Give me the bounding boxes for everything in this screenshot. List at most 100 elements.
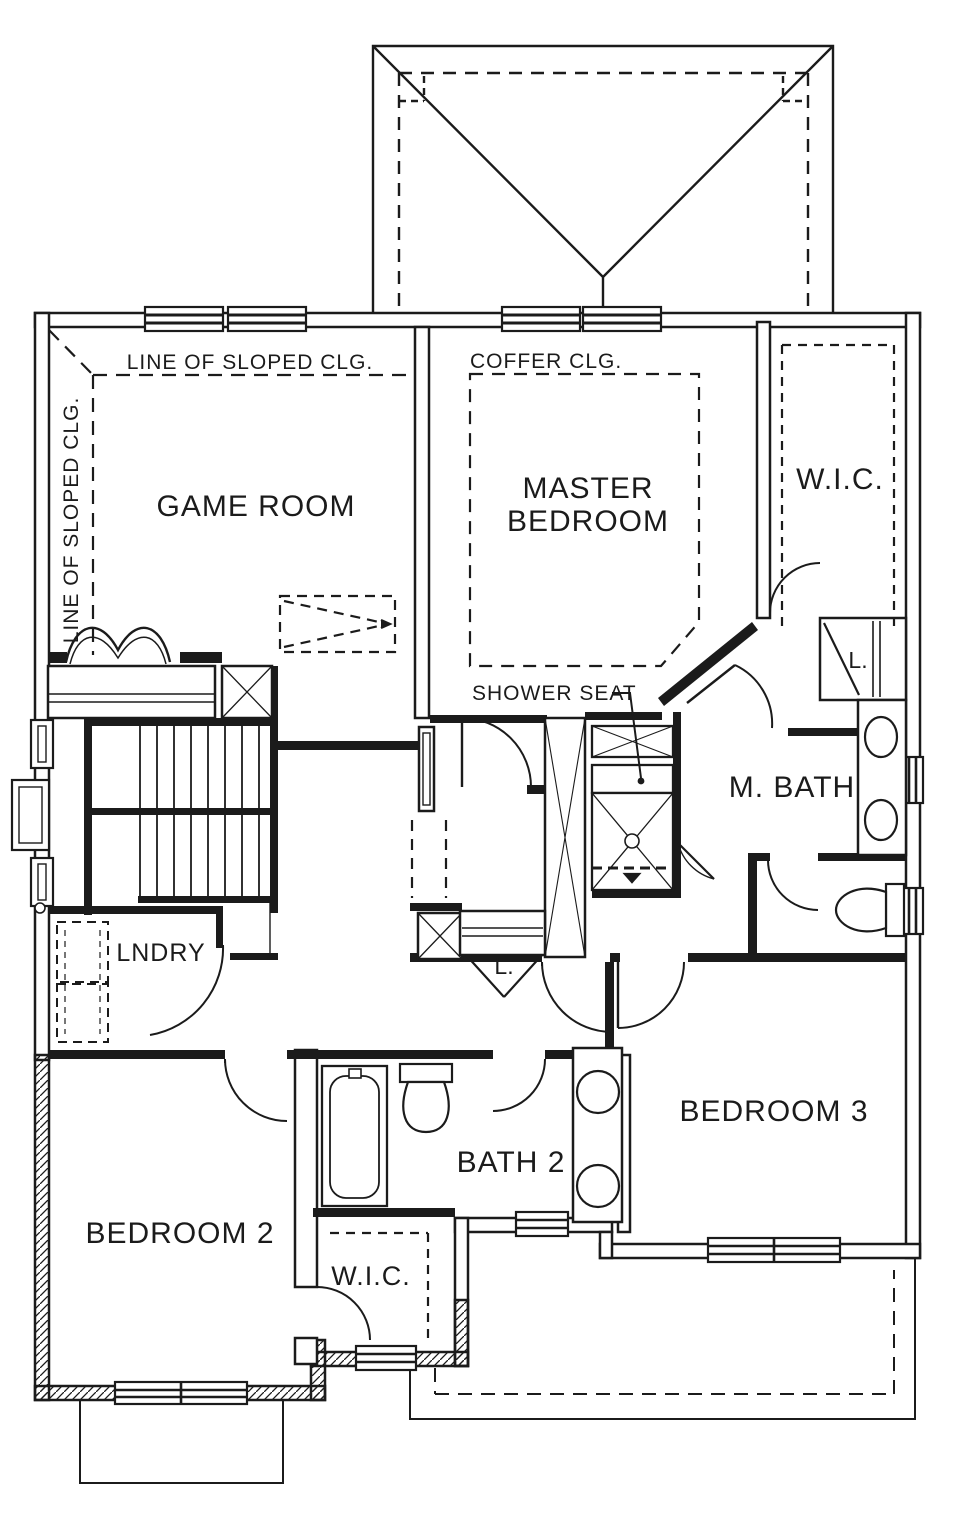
- window-gameroom-top-1: [143, 305, 225, 333]
- wall-vestibule-left: [605, 962, 614, 1057]
- hall-ceiling-break: [410, 820, 448, 898]
- door-bedroom3: [616, 961, 685, 1029]
- linen-closet-hall: [458, 909, 547, 998]
- washer: [56, 921, 109, 983]
- wall-stair-right: [270, 666, 278, 913]
- door-toilet-room: [767, 859, 819, 911]
- mbath-toilet: [834, 882, 906, 938]
- roof-edge: [371, 44, 835, 313]
- label-coffer-clg: COFFER CLG.: [470, 350, 622, 373]
- wall-master-south: [585, 712, 662, 720]
- stair-treads-upper: [139, 726, 260, 808]
- dashed-annotations: [48, 329, 896, 1340]
- room-label-bath2: BATH 2: [457, 1146, 566, 1179]
- interior-walls: [293, 320, 772, 1366]
- wall-shower-right: [673, 712, 681, 898]
- bath2-tub: [320, 1064, 389, 1208]
- label-sloped-clg-left: LINE OF SLOPED CLG.: [60, 397, 83, 644]
- shower-door-arc: [677, 842, 715, 880]
- room-label-game-room: GAME ROOM: [156, 490, 355, 523]
- room-label-wic-bottom: W.I.C.: [331, 1261, 411, 1291]
- wall-master-hall-top: [430, 715, 547, 723]
- labels: LINE OF SLOPED CLG. LINE OF SLOPED CLG. …: [60, 350, 884, 1291]
- wall-stair-left: [84, 718, 92, 915]
- shower-drain: [624, 833, 640, 849]
- wic2-shelving: [330, 1231, 430, 1340]
- window-bedroom2-bottom: [113, 1380, 249, 1406]
- shower: [590, 724, 715, 892]
- coffer-ceiling-outline: [468, 372, 701, 668]
- wall-wic1-left: [755, 320, 772, 620]
- bath2-sink-2: [575, 1163, 621, 1209]
- wall-step: [598, 1230, 614, 1260]
- shower-door-leaf: [677, 842, 715, 880]
- wall-gameroom-right: [413, 325, 431, 720]
- door-bath2: [492, 1058, 546, 1112]
- wall-hall-bottom-a: [410, 953, 542, 962]
- wall-bedroom2-right: [293, 1048, 319, 1289]
- window-left-1: [29, 718, 55, 770]
- sloped-ceiling-line: [48, 329, 408, 655]
- built-ins: [46, 616, 908, 998]
- wall-wic2-left-stub: [293, 1336, 319, 1366]
- wic1-shelving: [780, 343, 896, 628]
- mbath-sink-1: [863, 715, 899, 759]
- bath2-sink-1: [575, 1069, 621, 1115]
- doors: [149, 562, 821, 1341]
- room-label-lndry: LNDRY: [116, 939, 205, 967]
- fixtures: [34, 698, 908, 1224]
- bay-window-left: [10, 778, 51, 852]
- garage-roof-dashed: [434, 1270, 895, 1395]
- mbath-sink-2: [863, 798, 899, 842]
- window-bath2-bottom: [514, 1210, 570, 1238]
- window-wic2-bottom: [354, 1344, 418, 1372]
- window-toilet-room: [901, 886, 925, 936]
- door-wic2: [316, 1286, 371, 1341]
- wall-bedroom2-top: [48, 1050, 225, 1059]
- shower-head-symbol: [622, 872, 642, 884]
- label-linen-master: L.: [848, 647, 867, 673]
- room-label-wic-master: W.I.C.: [796, 463, 884, 496]
- room-label-bedroom3: BEDROOM 3: [679, 1095, 868, 1128]
- wall-stair-top: [84, 718, 278, 726]
- label-shower-seat: SHOWER SEAT: [472, 682, 637, 705]
- window-gameroom-top-2: [226, 305, 308, 333]
- door-mbath: [686, 664, 774, 729]
- stair-rail-end: [230, 953, 278, 960]
- door-lndry: [149, 944, 225, 1036]
- wall-toilet-room-top: [818, 853, 906, 861]
- porch-roof-outline: [79, 1400, 284, 1484]
- shower-seat-leader: [612, 692, 645, 785]
- wall-bath2-top-a: [303, 1050, 493, 1059]
- wall-hatched-stub: [453, 1298, 470, 1368]
- shower-seat-bench: [590, 763, 675, 795]
- window-bedroom3-bottom: [706, 1236, 842, 1264]
- wall-chase-tall: [543, 716, 587, 959]
- door-hall: [541, 961, 613, 1033]
- roof-overhang-dashed: [397, 71, 810, 312]
- window-left-2: [29, 856, 55, 908]
- wall-toilet-room-left: [748, 853, 757, 962]
- mbath-vanity: [856, 698, 908, 857]
- arched-opening: [64, 626, 172, 665]
- gameroom-niche: [278, 594, 397, 654]
- stairs: [139, 726, 271, 953]
- washer-dryer: [56, 921, 109, 1043]
- cased-opening-jamb: [417, 725, 436, 813]
- garage-roof-outline: [409, 1259, 916, 1420]
- room-label-m-bath: M. BATH: [729, 771, 855, 804]
- wall-lndry-top: [48, 906, 223, 914]
- door-bedroom2: [224, 1058, 288, 1122]
- wall-wic2-top: [313, 1208, 455, 1217]
- wall-angled-master: [658, 622, 758, 706]
- windows: [10, 305, 925, 1406]
- roof-lines-bottom: [79, 1259, 916, 1484]
- door-master-wic: [769, 562, 821, 614]
- wall-hall-parapet: [278, 741, 418, 750]
- bath2-vanity: [571, 1046, 624, 1224]
- label-sloped-clg-top: LINE OF SLOPED CLG.: [127, 351, 374, 374]
- window-master-top-2: [581, 305, 663, 333]
- roof-ridges: [372, 45, 834, 313]
